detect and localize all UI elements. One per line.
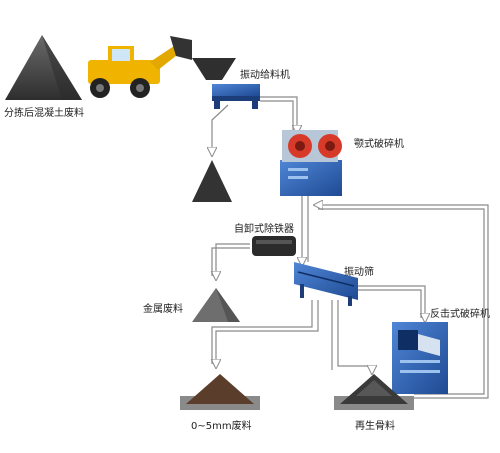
- label-fine-waste: 0~5mm废料: [191, 421, 252, 432]
- recycled-aggregate-pile: [334, 374, 414, 410]
- arrow-separator-to-metal: [216, 243, 250, 276]
- impact-crusher-icon: [392, 322, 448, 394]
- label-recycled-aggregate: 再生骨料: [355, 421, 395, 432]
- arrow-screen-to-fine: [216, 300, 319, 364]
- label-jaw-crusher: 颚式破碎机: [354, 139, 404, 150]
- label-impact-crusher: 反击式破碎机: [430, 309, 490, 320]
- label-vibrating-screen: 振动筛: [344, 267, 374, 278]
- loader-icon: [88, 36, 192, 98]
- feed-hopper-icon: [192, 58, 236, 80]
- label-waste-source: 分拣后混凝土废料: [4, 108, 84, 119]
- arrow-feeder-to-jaw: [260, 96, 297, 130]
- metal-waste-pile: [192, 288, 240, 322]
- label-metal-waste: 金属废料: [143, 304, 183, 315]
- vibrating-feeder-icon: [212, 84, 260, 109]
- arrow-screen-to-aggregate: [337, 300, 372, 370]
- arrow-screen-to-impact: [358, 285, 425, 318]
- label-vibrating-feeder: 振动给料机: [240, 70, 290, 81]
- flow-arrows: [212, 96, 489, 399]
- magnetic-separator-icon: [252, 236, 296, 256]
- fine-waste-pile: [180, 374, 260, 410]
- feeder-waste-pile: [192, 160, 232, 202]
- arrow-return-loop: [318, 205, 489, 399]
- concrete-waste-pile: [5, 35, 82, 100]
- vibrating-screen-icon: [294, 262, 358, 306]
- arrow-feeder-to-pile: [212, 104, 229, 152]
- jaw-crusher-icon: [280, 130, 342, 196]
- label-magnetic-separator: 自卸式除铁器: [234, 224, 294, 235]
